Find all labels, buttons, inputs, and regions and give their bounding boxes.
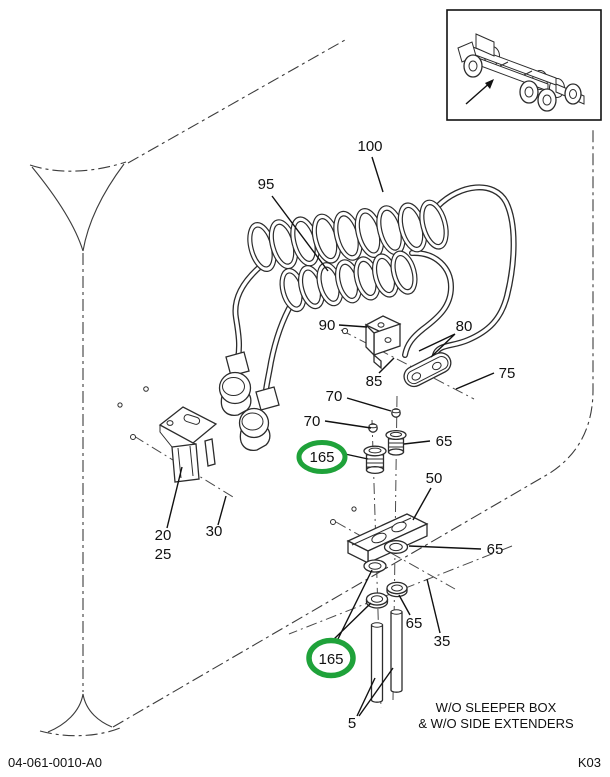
spacer-tube-left [370, 622, 384, 703]
note-line-2: & W/O SIDE EXTENDERS [418, 716, 574, 731]
part-callouts: 100 95 90 85 80 75 70 70 65 165 50 65 65… [155, 138, 516, 732]
washer-65-top [383, 540, 409, 554]
note-line-1: W/O SLEEPER BOX [436, 700, 557, 715]
washer-165-upper [363, 559, 387, 573]
part-label-65-mid: 65 [487, 541, 504, 558]
coiled-hose-100 [247, 199, 449, 272]
highlight-oval-165-upper [296, 440, 348, 474]
part-label-70-upper: 70 [326, 388, 343, 405]
part-label-100: 100 [357, 138, 382, 155]
hose-tails [232, 184, 517, 393]
page-footer: 04-061-0010-A0 K03 [8, 755, 601, 770]
screw-70-right [391, 408, 401, 418]
truck-chassis-inset [446, 9, 602, 121]
document-number: 04-061-0010-A0 [8, 755, 102, 770]
part-label-95: 95 [258, 176, 275, 193]
part-label-5: 5 [348, 715, 356, 732]
spacer-tube-right [390, 609, 403, 693]
support-bracket-50 [346, 513, 429, 565]
part-label-80: 80 [456, 318, 473, 335]
page-code: K03 [578, 755, 601, 770]
part-label-90: 90 [319, 317, 336, 334]
part-label-165-lower: 165 [318, 651, 343, 668]
part-label-20: 20 [155, 527, 172, 544]
hose-bracket-85 [364, 315, 402, 370]
part-label-70-lower: 70 [304, 413, 321, 430]
part-label-75: 75 [499, 365, 516, 382]
gladhand-coupler-a [218, 351, 252, 416]
configuration-note: W/O SLEEPER BOX & W/O SIDE EXTENDERS [418, 700, 574, 731]
part-label-50: 50 [426, 470, 443, 487]
part-label-65-lower: 65 [406, 615, 423, 632]
part-label-65-upper: 65 [436, 433, 453, 450]
screw-70-left [368, 423, 378, 433]
small-screws [117, 327, 357, 525]
part-label-25: 25 [155, 546, 172, 563]
hose-clamp-plate-80 [403, 352, 452, 388]
flange-nut-65-right [386, 581, 408, 598]
leader-lines [166, 156, 495, 717]
highlight-oval-165-lower [306, 637, 356, 679]
threaded-insert-165 [363, 445, 387, 475]
location-arrow-icon [465, 79, 494, 105]
gladhand-coupler-b [238, 386, 280, 451]
mounting-bracket-20-25 [158, 406, 218, 483]
coiled-hose-95 [279, 250, 418, 313]
threaded-insert-65 [385, 429, 407, 456]
part-label-165-upper: 165 [309, 449, 334, 466]
washer-165-lower [365, 592, 389, 609]
panel-outline [29, 39, 594, 737]
chassis-near-wheels [463, 54, 582, 112]
part-label-85: 85 [366, 373, 383, 390]
part-label-30: 30 [206, 523, 223, 540]
part-label-35: 35 [434, 633, 451, 650]
